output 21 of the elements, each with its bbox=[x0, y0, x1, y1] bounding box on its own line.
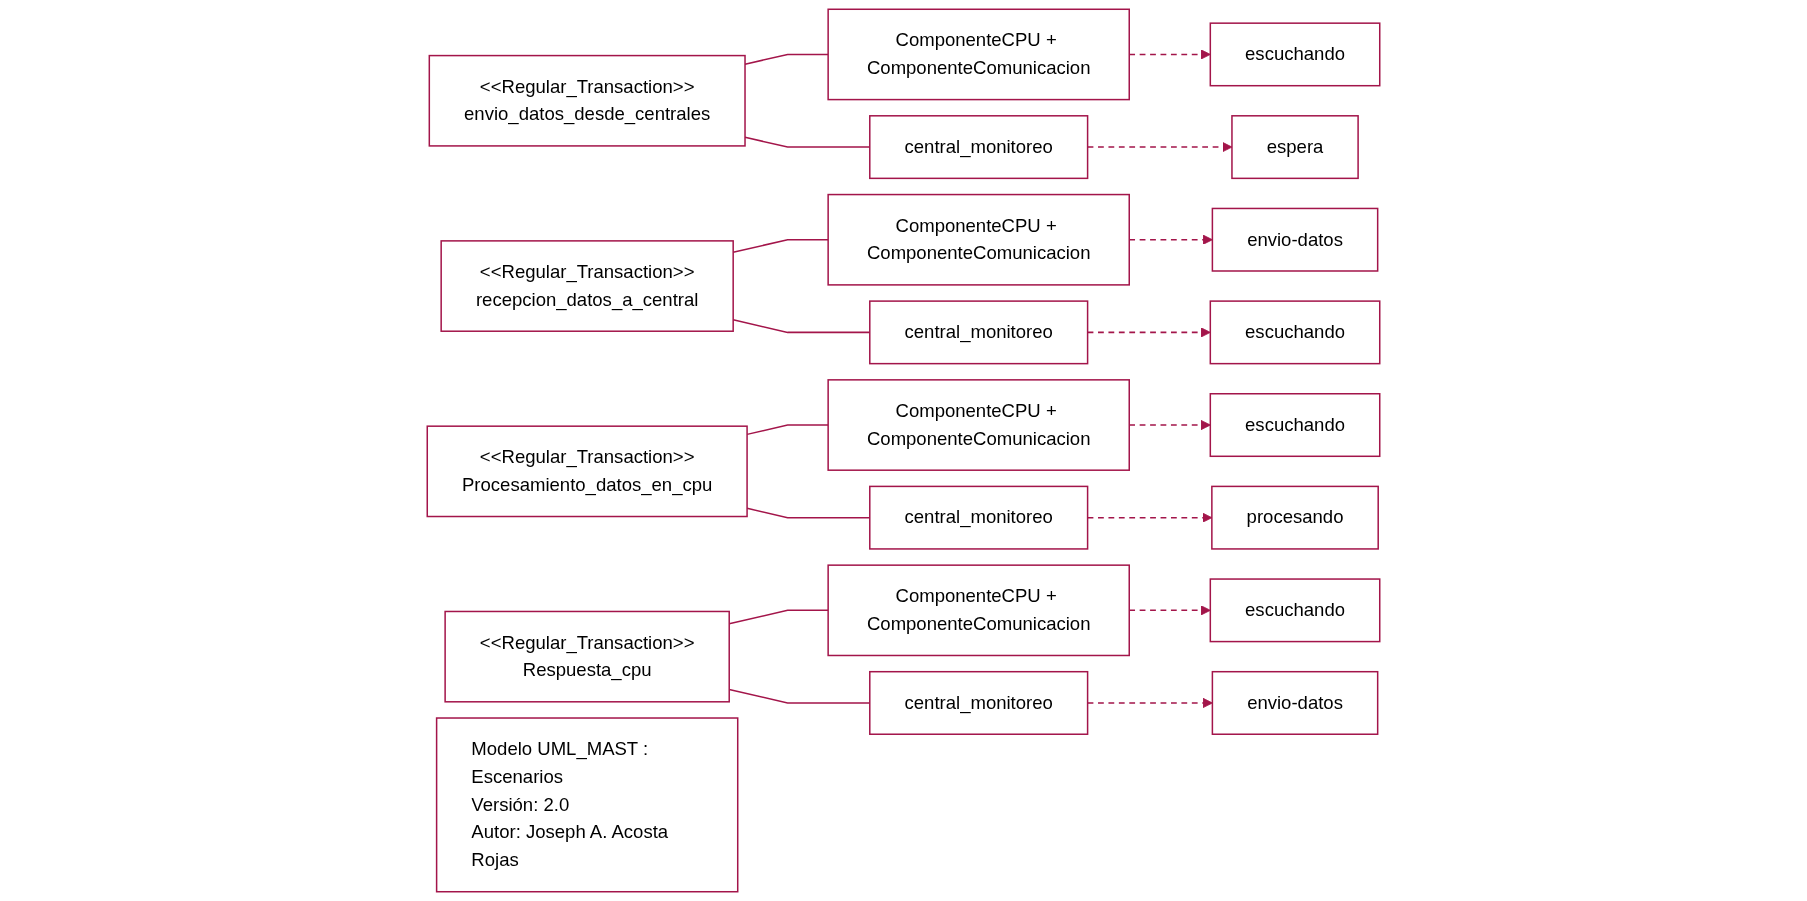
node-box: central_monitoreo bbox=[869, 670, 1089, 735]
node-box: <<Regular_Transaction>> Respuesta_cpu bbox=[444, 610, 730, 703]
node-box: <<Regular_Transaction>> recepcion_datos_a_central bbox=[440, 240, 734, 332]
node-box: ComponenteCPU + ComponenteComunicacion bbox=[827, 379, 1130, 471]
node-box: central_monitoreo bbox=[869, 485, 1089, 550]
node-box: envio-datos bbox=[1211, 670, 1379, 735]
node-box: Modelo UML_MAST : Escenarios Versión: 2.0 Autor: Joseph A. Acosta Rojas bbox=[435, 717, 739, 893]
node-box: escuchando bbox=[1209, 578, 1381, 643]
node-box: <<Regular_Transaction>> Procesamiento_datos_en_cpu bbox=[426, 425, 748, 518]
node-box: escuchando bbox=[1209, 22, 1381, 87]
node-box: escuchando bbox=[1209, 300, 1381, 365]
node-box: ComponenteCPU + ComponenteComunicacion bbox=[827, 193, 1130, 286]
node-box: ComponenteCPU + ComponenteComunicacion bbox=[827, 564, 1130, 657]
node-box: ComponenteCPU + ComponenteComunicacion bbox=[827, 8, 1130, 101]
node-box: central_monitoreo bbox=[869, 115, 1089, 180]
node-box: central_monitoreo bbox=[869, 300, 1089, 365]
node-box: escuchando bbox=[1209, 393, 1381, 458]
node-box: <<Regular_Transaction>> envio_datos_desde_centrales bbox=[428, 54, 746, 147]
node-box: procesando bbox=[1211, 485, 1379, 550]
node-box: espera bbox=[1231, 115, 1359, 180]
node-box: envio-datos bbox=[1211, 207, 1379, 272]
